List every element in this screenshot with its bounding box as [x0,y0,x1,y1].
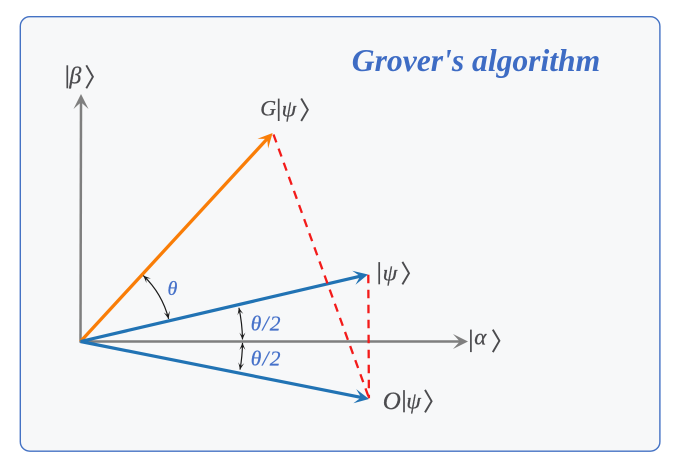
svg-text:Grover's algorithm: Grover's algorithm [352,43,600,78]
svg-text:θ/2: θ/2 [251,311,282,335]
svg-text:O: O [383,388,401,415]
svg-text:ψ: ψ [383,261,398,287]
svg-text:α: α [474,325,487,350]
svg-text:β: β [68,64,81,90]
svg-text:θ: θ [168,278,178,300]
svg-text:G: G [260,95,276,120]
svg-text:ψ: ψ [282,97,297,123]
svg-text:ψ: ψ [406,389,421,415]
svg-text:θ/2: θ/2 [251,347,282,371]
